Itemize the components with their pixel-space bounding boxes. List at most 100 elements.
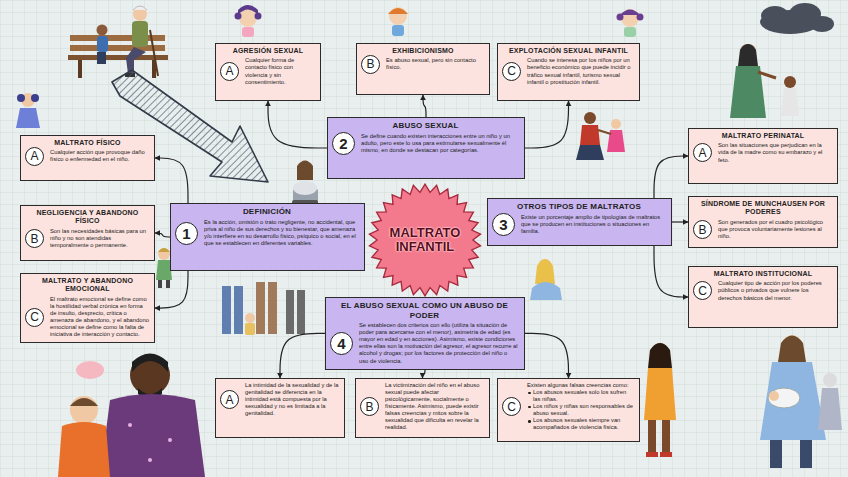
box-heading: AGRESIÓN SEXUAL [221,47,315,55]
man-and-boy-illustration-part [70,396,98,424]
mother-scolding-girl [730,44,799,118]
mother-scolding-girl-part [758,72,776,78]
callout-letter: A [225,394,233,406]
letter-badge: C [25,308,44,327]
bench-grandpa-illustration-part [133,7,147,21]
mother-scolding-girl-part [781,88,799,116]
letter-badge: B [693,220,712,239]
central-topic: MALTRATO INFANTIL [368,183,482,297]
bullet-item: Los niños y niñas son responsables de ab… [527,403,634,417]
box-body: La victimización del niño en el abuso se… [385,382,484,431]
child-head-icons-part [238,5,258,15]
thinking-child-part [158,280,162,288]
kneeling-adult-with-girl-part [584,112,596,124]
callout-letter: A [30,150,38,162]
section-number: 1 [175,222,198,245]
connector [155,271,188,308]
box-heading: MALTRATO PERINATAL [694,132,832,140]
box-body: Existen algunas falsas creencias como: Lo… [527,382,634,431]
child-head-icons-part [637,14,644,21]
box-text: Se define cuando existen interacciones e… [361,133,518,154]
callout-letter: B [365,401,373,413]
concept-box: MALTRATO FÍSICO Cualquier acción que prov… [20,135,155,181]
mother-and-baby-illustration-part [768,388,800,408]
letter-badge: B [25,229,44,248]
callout-letter: B [698,224,706,236]
child-head-icons-part [617,14,624,21]
thinking-child-part [158,248,170,252]
kneeling-adult-with-girl-part [598,130,611,134]
box-body: Cualquier tipo de acción por los poderes… [718,280,832,301]
callout-number: 3 [499,217,507,232]
box-heading: DEFINICIÓN [176,207,358,217]
box-text: Cualquier acción que provoque daño físic… [50,149,149,163]
mother-and-baby-illustration-part [769,391,779,401]
connector [672,221,688,222]
concept-box: Existen algunas falsas creencias como: Lo… [497,378,640,442]
worried-girl-illustration-part [644,368,676,420]
worried-girl-illustration-part [648,420,656,454]
mother-and-baby-illustration-part [823,373,837,387]
section-box: OTROS TIPOS DE MALTRATOSExiste un porcen… [487,198,672,246]
box-heading: MALTRATO FÍSICO [26,139,149,147]
mother-and-baby-illustration [760,335,842,468]
callout-number: 1 [182,226,190,241]
letter-badge: A [220,390,239,409]
bench-grandpa-illustration-part [97,36,108,52]
man-and-boy-illustration-part [148,458,152,462]
man-and-boy-illustration-part [168,438,172,442]
mother-scolding-girl-part [738,44,758,66]
box-heading: ABUSO SEXUAL [333,121,518,131]
connector [654,246,688,297]
letter-badge: C [502,62,521,81]
box-body: Existe un porcentaje amplio de tipología… [521,214,665,235]
storm-cloud-part [761,6,789,26]
bench-grandpa-illustration-part [133,6,147,10]
box-body: Son las necesidades básicas para un niño… [50,228,149,249]
box-text: Es abuso sexual, pero sin contacto físic… [386,57,484,71]
man-and-boy-illustration-part [132,354,168,373]
letter-badge: B [360,397,379,416]
bench-grandpa-illustration-part [78,60,82,78]
child-head-icons-part [388,8,408,14]
box-text: Cuando se interesa por los niños por un … [527,57,634,85]
callout-letter: C [507,401,516,413]
kneeling-adult-with-girl-part [580,125,600,145]
worried-girl-illustration-part [646,452,658,457]
box-text: Existen algunas falsas creencias como: [527,382,634,389]
concept-box: EXHIBICIONISMO Es abuso sexual, pero sin … [356,43,490,95]
small-girl-left-part [17,94,25,102]
box-text: La victimización del niño en el abuso se… [385,382,484,431]
worried-girl-illustration-part [660,452,672,457]
connector [423,95,426,117]
box-text: La intimidad de la sexualidad y de la ge… [245,382,339,417]
box-text: Existe un porcentaje amplio de tipología… [521,214,665,235]
legs-group-illustration-part [222,286,231,334]
letter-badge: A [25,147,44,166]
storm-cloud [760,3,834,34]
section-box: EL ABUSO SEXUAL COMO UN ABUSO DE PODERSe… [325,297,525,370]
thinking-child-part [166,280,170,288]
callout-letter: A [225,65,233,77]
storm-cloud-part [810,16,834,32]
callout-letter: C [30,311,39,323]
concept-box: NEGLIGENCIA Y ABANDONO FÍSICOSon las nec… [20,205,155,261]
child-head-icons-part [255,13,262,20]
box-heading: EXPLOTACIÓN SEXUAL INFANTIL [503,47,634,55]
box-heading: EXHIBICIONISMO [362,47,484,55]
sitting-blonde-girl [530,259,562,300]
child-head-icons-part [235,13,242,20]
legs-group-illustration-part [268,282,277,334]
box-text: Cualquier tipo de acción por los poderes… [718,280,832,301]
section-number: 4 [330,332,353,355]
bench-grandpa-illustration-part [132,21,148,47]
box-text: Es la acción, omisión o trato negligente… [204,219,358,247]
box-body: Cuando se interesa por los niños por un … [527,57,634,85]
kneeling-adult-with-girl [576,112,625,160]
child-head-icons-part [621,9,639,27]
box-body: Son generados por el cuadro psicológico … [718,219,832,240]
callout-letter: C [507,65,516,77]
box-text: Se establecen dos criterios con ello (ut… [359,322,518,364]
child-head-icons-part [620,10,640,16]
concept-box: La intimidad de la sexualidad y de la ge… [215,378,345,438]
